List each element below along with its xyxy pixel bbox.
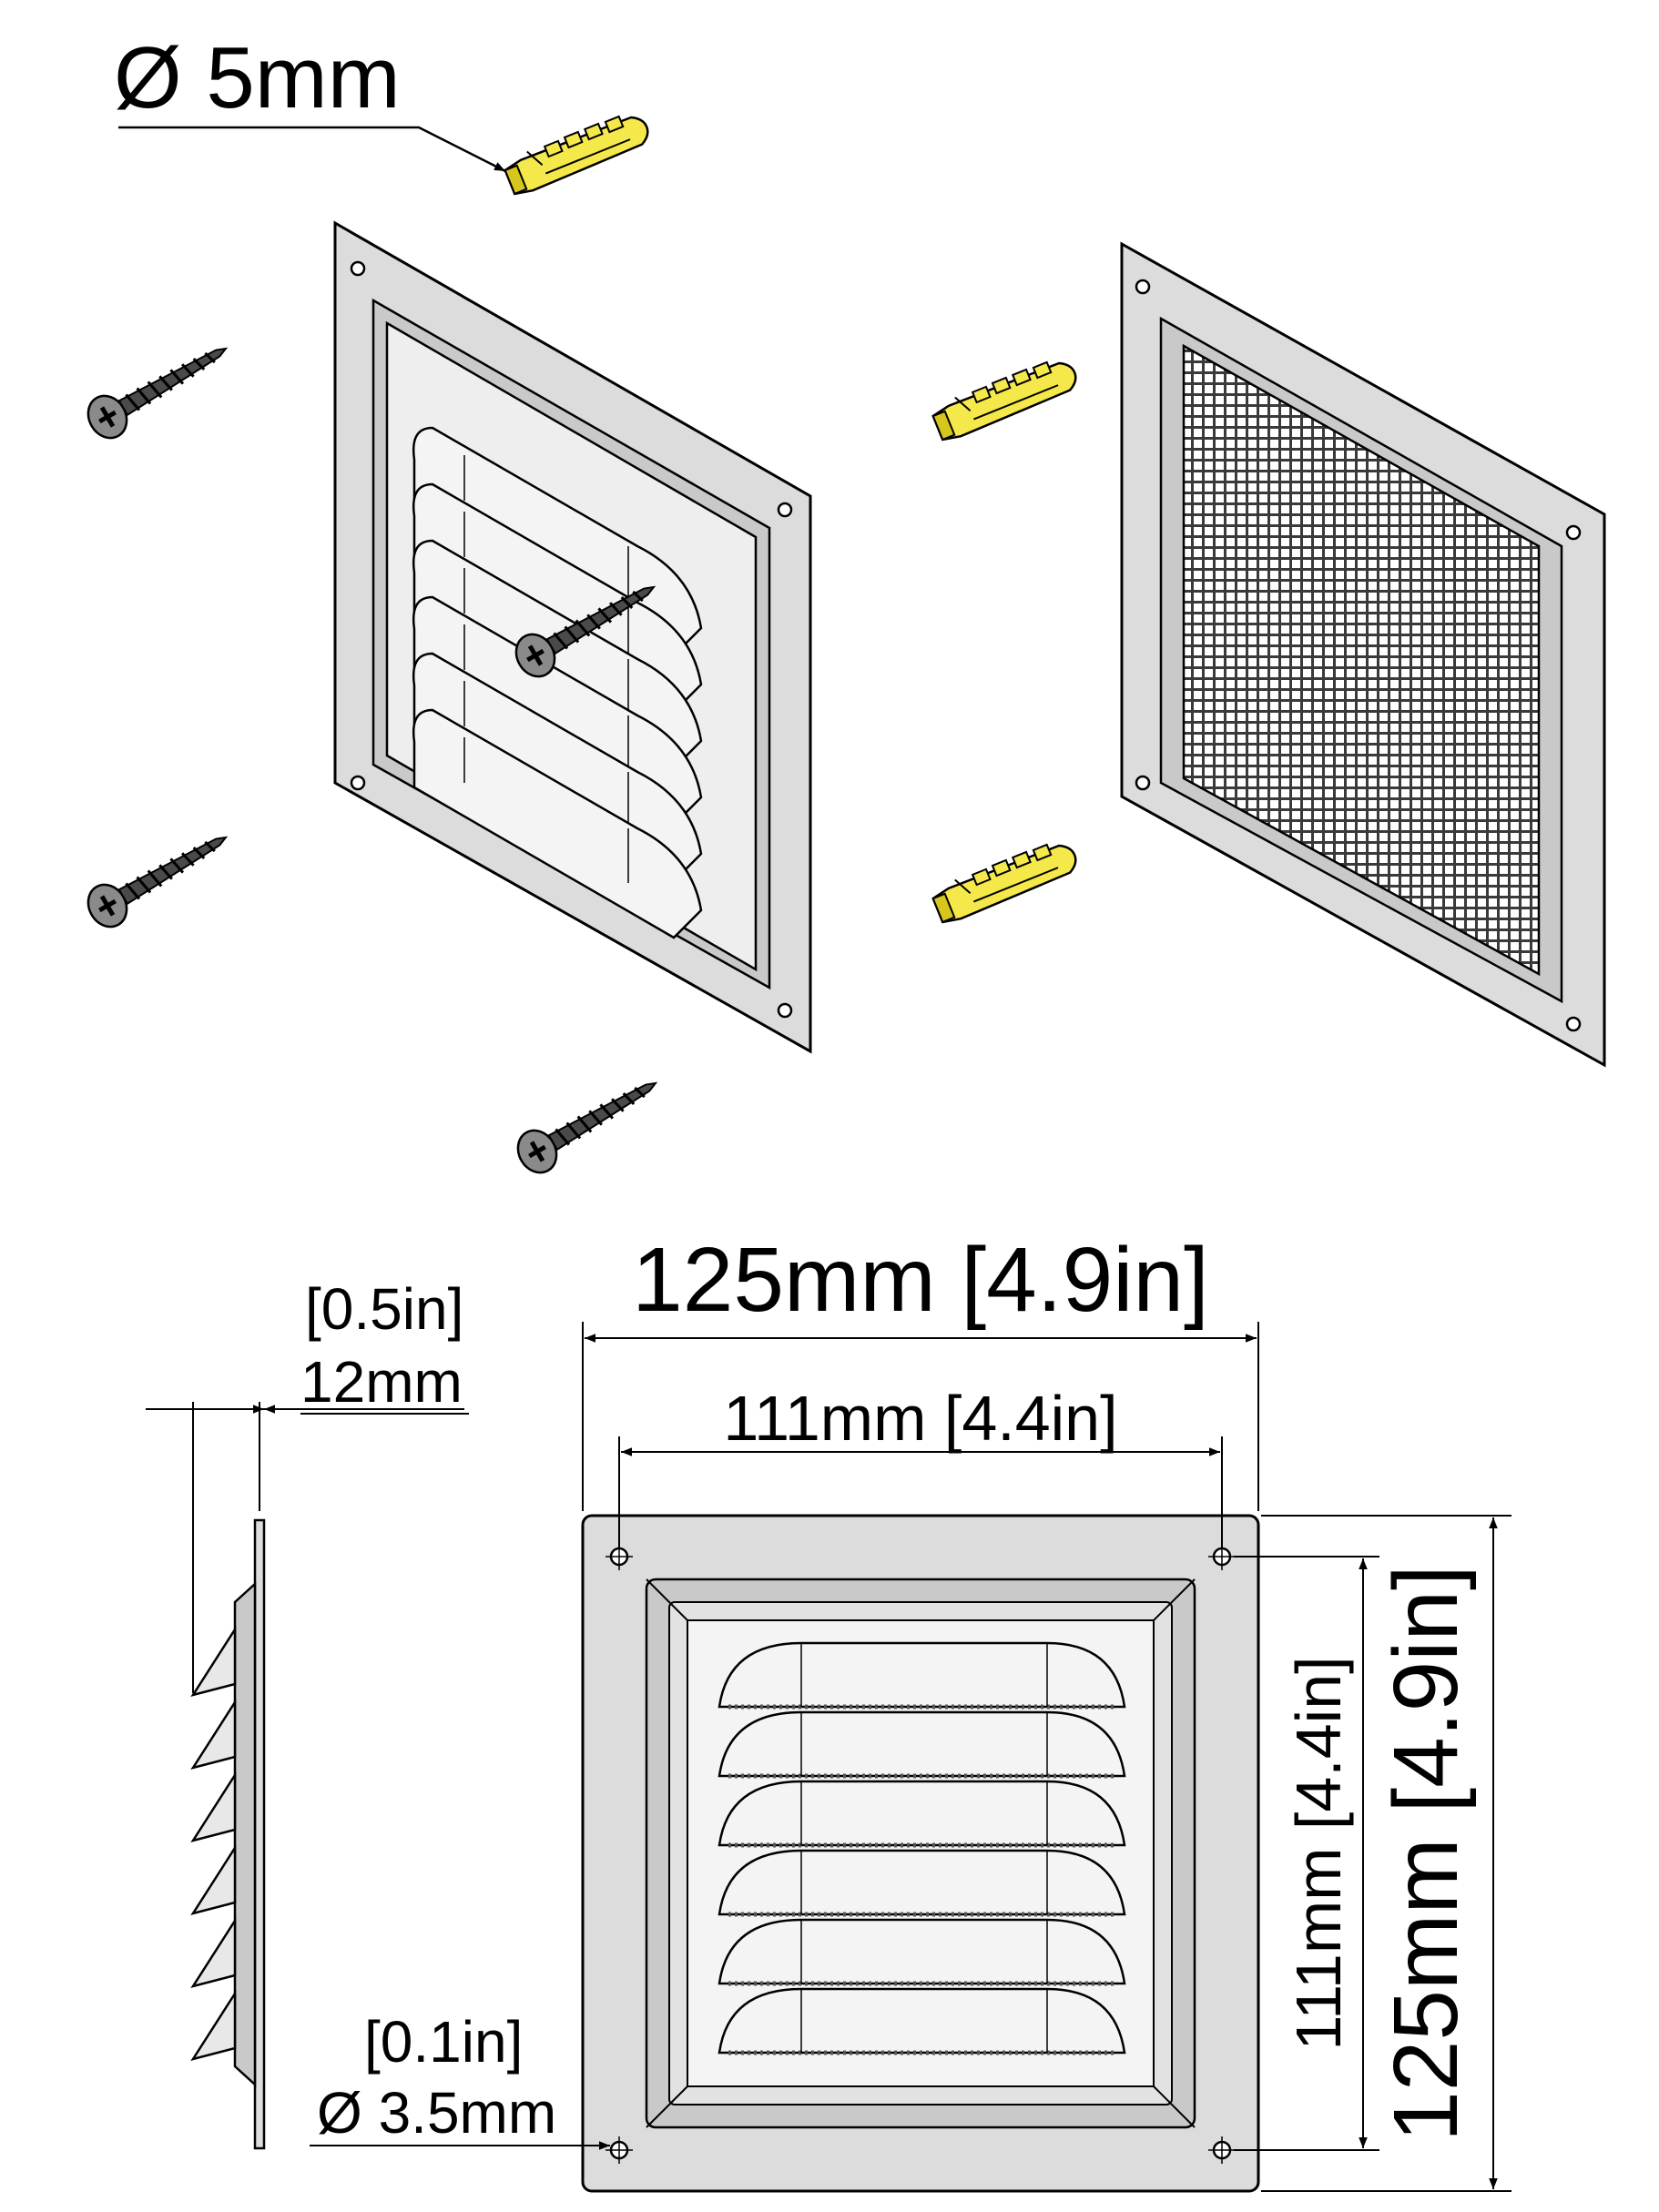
front-louver: [718, 1641, 1126, 1710]
side-fin: [190, 1771, 237, 1843]
hole-in-label: [0.1in]: [364, 2009, 523, 2075]
iso-louver: [412, 708, 703, 939]
inner-height-label: 111mm [4.4in]: [1283, 1656, 1354, 2050]
overall-height-label: 125mm [4.9in]: [1375, 1565, 1477, 2142]
front-louver: [718, 1987, 1126, 2055]
overall-width-label: 125mm [4.9in]: [632, 1229, 1209, 1331]
anchor-diameter-label: Ø 5mm: [114, 29, 401, 127]
front-louver: [718, 1918, 1126, 1986]
inner-width-label: 111mm [4.4in]: [723, 1383, 1117, 1454]
front-louver: [718, 1710, 1126, 1779]
side-fin: [190, 1843, 237, 1916]
screw-left-top: [81, 330, 237, 445]
side-fin: [190, 1698, 237, 1771]
louvered-grille-isometric: [333, 220, 812, 1054]
mount-hole-bottom-left: [606, 2136, 633, 2164]
depth-mm-label: 12mm: [300, 1349, 463, 1415]
front-view: [581, 1514, 1260, 2193]
side-profile-view: [190, 1518, 266, 2150]
mount-hole-bottom-right: [1208, 2136, 1236, 2164]
inner-width-dimension: 111mm [4.4in]: [618, 1383, 1223, 1547]
mount-hole-top-right: [1208, 1543, 1236, 1570]
overall-width-dimension: 125mm [4.9in]: [582, 1229, 1259, 1511]
isometric-louvers: [412, 426, 703, 939]
front-louver: [718, 1780, 1126, 1848]
hole-mm-label: Ø 3.5mm: [317, 2080, 556, 2146]
side-fin: [190, 1916, 237, 1989]
side-fin: [190, 1625, 237, 1698]
depth-dimension: [0.5in] 12mm: [146, 1276, 469, 1693]
wall-anchor-mid: [928, 350, 1083, 444]
depth-in-label: [0.5in]: [305, 1276, 463, 1342]
screw-left-bottom: [81, 818, 237, 934]
inner-height-dimension: 111mm [4.4in]: [1234, 1556, 1379, 2151]
mesh-grille-isometric: [1120, 241, 1606, 1068]
wall-anchor-low: [928, 833, 1083, 927]
hole-diameter-callout: [0.1in] Ø 3.5mm: [310, 2009, 610, 2150]
side-louver-fins: [190, 1625, 237, 2062]
overall-height-dimension: 125mm [4.9in]: [1261, 1515, 1511, 2192]
anchor-diameter-callout: Ø 5mm: [114, 29, 506, 173]
side-fin: [190, 1989, 237, 2062]
front-louver: [718, 1849, 1126, 1917]
wall-anchor-top: [500, 105, 655, 198]
screw-bottom: [511, 1064, 667, 1180]
front-louvers: [718, 1641, 1126, 2055]
